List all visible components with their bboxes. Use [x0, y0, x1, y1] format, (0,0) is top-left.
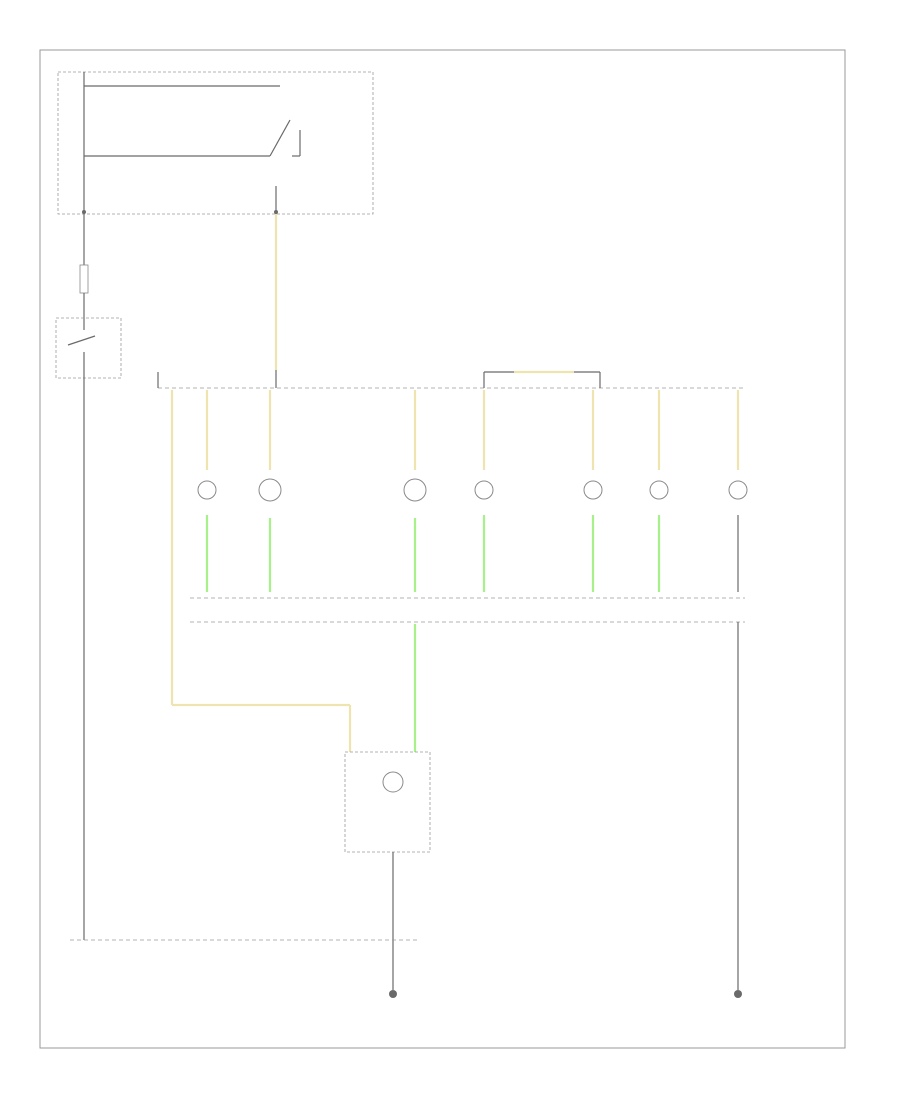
fuse-relay-box	[57, 71, 374, 215]
diagram-frame	[39, 49, 846, 1049]
lamp-col-3	[403, 390, 427, 592]
dimmer-resistor	[79, 264, 89, 294]
lamp-col-6	[649, 390, 669, 592]
lamp-col-7	[728, 390, 748, 592]
lamp-col-5	[583, 390, 603, 592]
ground-right-icon	[734, 990, 742, 998]
ground-left-icon	[389, 990, 397, 998]
lamp-col-4	[474, 390, 494, 592]
lamp-col-1	[197, 390, 217, 592]
lamp-col-2	[258, 390, 282, 592]
cluster-box	[344, 751, 431, 853]
lighting-switch-box	[55, 317, 122, 379]
